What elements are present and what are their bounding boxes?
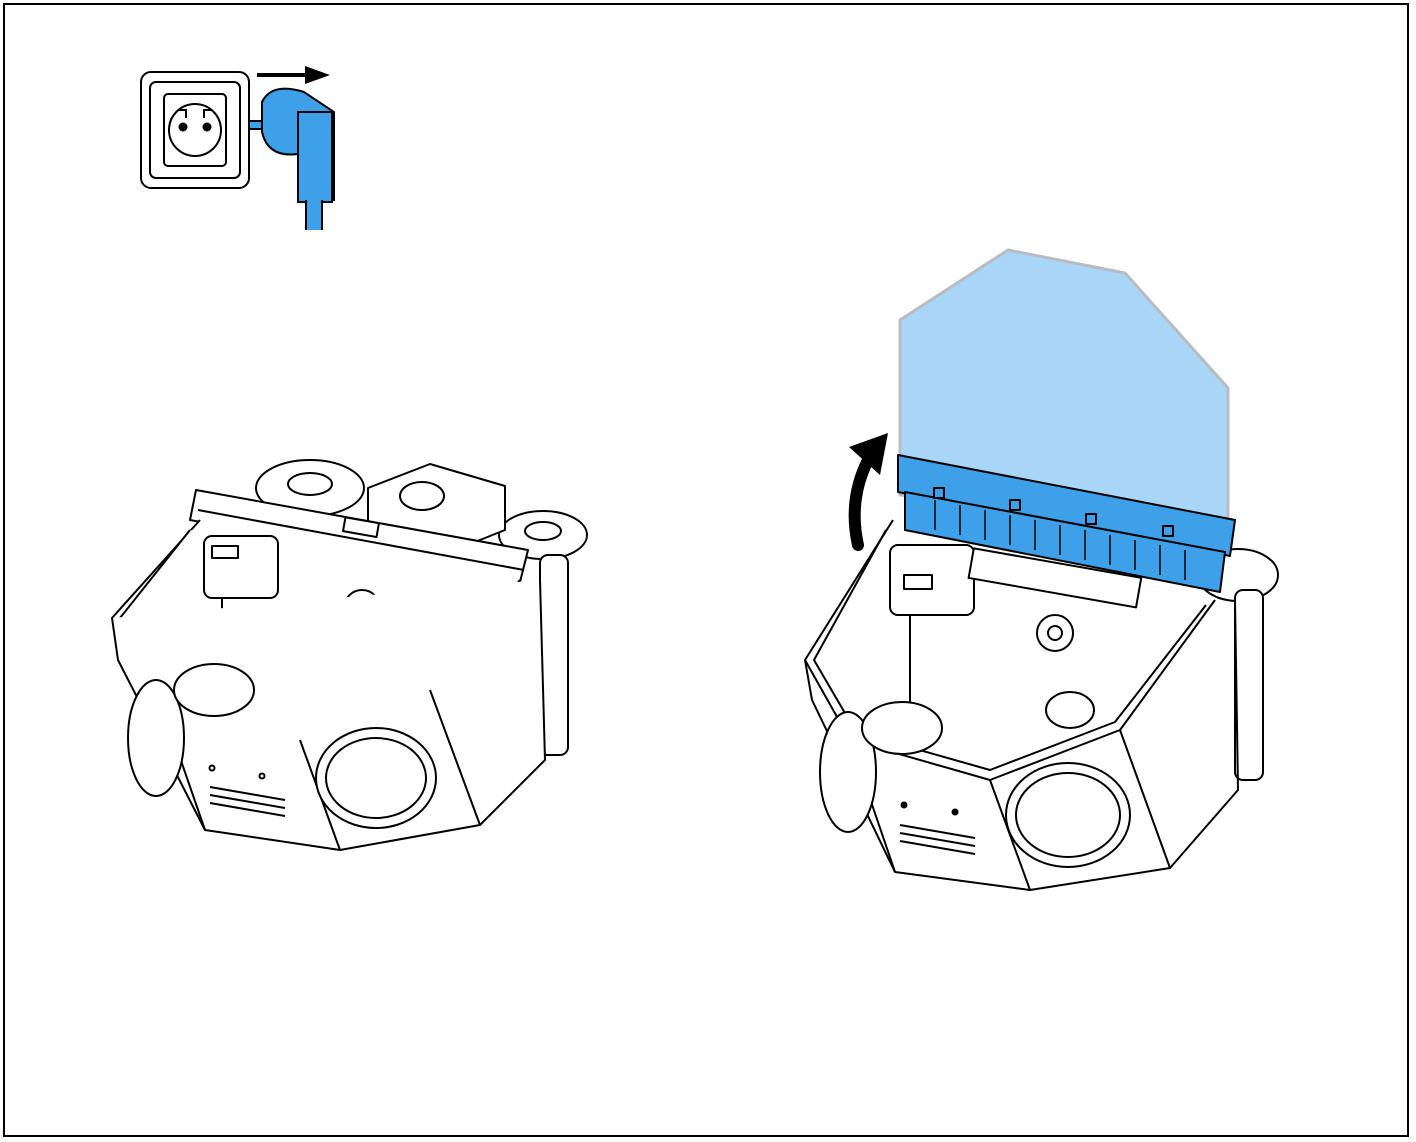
instruction-frame [3, 3, 1409, 1137]
sandblast-cabinet-open [804, 248, 1279, 891]
rotate-up-arrow-icon [848, 433, 888, 551]
unplug-arrow-icon [257, 66, 330, 84]
plug-icon [248, 87, 335, 230]
sandblast-cabinet-closed [111, 459, 588, 851]
wall-socket-icon [140, 71, 250, 189]
